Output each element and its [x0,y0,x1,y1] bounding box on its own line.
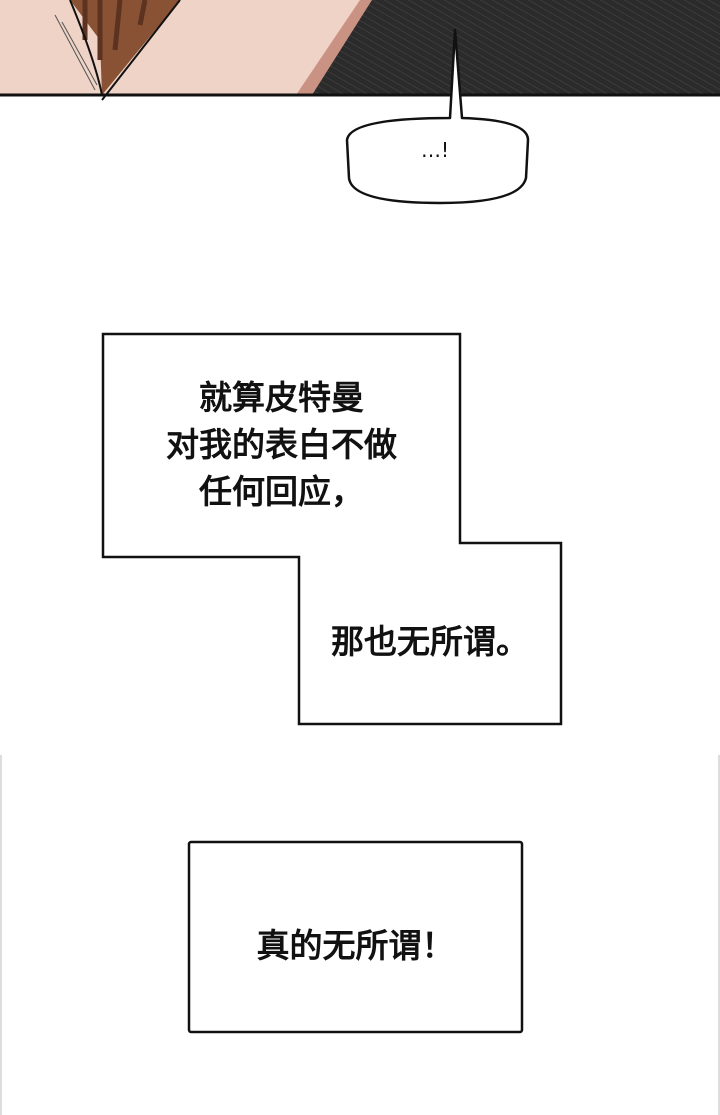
caption-line: 对我的表白不做 [166,425,397,464]
top-panel [0,0,720,101]
speech-bubble [345,28,530,205]
panel-edge-left [0,755,2,1115]
caption-1-continuation: 那也无所谓。 [331,622,529,661]
panel-edge-right [718,755,720,1115]
caption-2-text: 真的无所谓！ [256,926,455,965]
caption-box-1 [101,332,563,726]
bubble-text: …! [420,138,450,162]
caption-1-text: 就算皮特曼 对我的表白不做 任何回应， [103,374,460,515]
caption-box-2 [187,840,524,1034]
caption-line: 任何回应， [199,472,364,511]
caption-line: 就算皮特曼 [199,378,364,417]
